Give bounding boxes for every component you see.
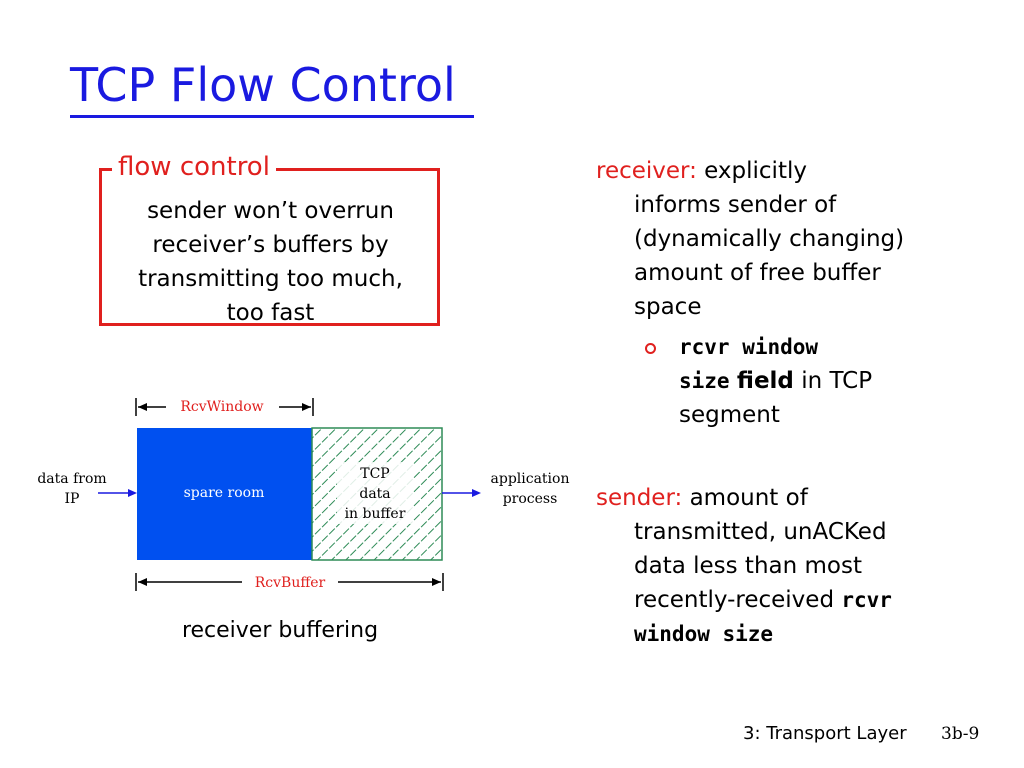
footer-page-number: 3b-9 [941, 724, 980, 744]
rcv-window-label: RcvWindow [180, 399, 263, 415]
slide-title: TCP Flow Control [70, 58, 456, 112]
rcv-buffer-label: RcvBuffer [255, 575, 326, 591]
footer-chapter: 3: Transport Layer [743, 723, 907, 744]
receiver-label: receiver: [596, 158, 697, 184]
outgoing-arrow [442, 489, 481, 497]
definition-line: sender won’t overrun [147, 198, 394, 224]
receiver-paragraph: receiver: explicitly informs sender of (… [596, 154, 904, 324]
receiver-text: informs sender of [634, 192, 837, 218]
tcp-data-label-bg [337, 462, 413, 524]
flow-control-label: flow control [112, 152, 276, 182]
bullet-code: size [679, 369, 730, 393]
tcp-data-label: TCP [360, 466, 389, 482]
sender-text: transmitted, unACKed [634, 519, 887, 545]
sender-paragraph: sender: amount of transmitted, unACKed d… [596, 481, 892, 651]
receiver-text: explicitly [704, 158, 807, 184]
flow-control-definition: sender won’t overrun receiver’s buffers … [105, 194, 436, 330]
definition-line: receiver’s buffers by [152, 232, 389, 258]
rcv-window-dimension: RcvWindow [135, 398, 314, 416]
bullet-circle-icon [645, 343, 656, 354]
application-process-label: process [503, 491, 558, 507]
bullet-text: in TCP [801, 368, 873, 394]
sender-label: sender: [596, 485, 683, 511]
definition-line: too fast [226, 300, 315, 326]
spare-room-region [137, 428, 312, 560]
definition-line: transmitting too much, [138, 266, 403, 292]
receiver-text: amount of free buffer [634, 260, 881, 286]
receiver-buffer-diagram: RcvWindow spare room TCP data in buffer … [37, 398, 570, 591]
data-from-ip-label: IP [65, 491, 80, 507]
incoming-arrow [98, 489, 137, 497]
spare-room-label: spare room [184, 485, 265, 501]
sender-text: recently-received [634, 587, 835, 613]
bullet-field-word: field [736, 368, 794, 394]
tcp-data-label: data [359, 486, 390, 502]
application-process-label: application [491, 471, 570, 487]
sender-code: window size [634, 622, 774, 646]
sender-text: data less than most [634, 553, 862, 579]
title-underline [70, 115, 474, 118]
tcp-data-label: in buffer [345, 506, 406, 522]
sender-code: rcvr [841, 588, 892, 612]
diagram-caption: receiver buffering [181, 618, 379, 643]
rcv-buffer-dimension: RcvBuffer [135, 573, 444, 591]
bullet-text: segment [679, 402, 780, 428]
data-from-ip-label: data from [37, 471, 106, 487]
bullet-code: rcvr window [679, 335, 819, 359]
receiver-text: (dynamically changing) [634, 226, 905, 252]
sender-text: amount of [689, 485, 808, 511]
receiver-text: space [634, 294, 702, 320]
